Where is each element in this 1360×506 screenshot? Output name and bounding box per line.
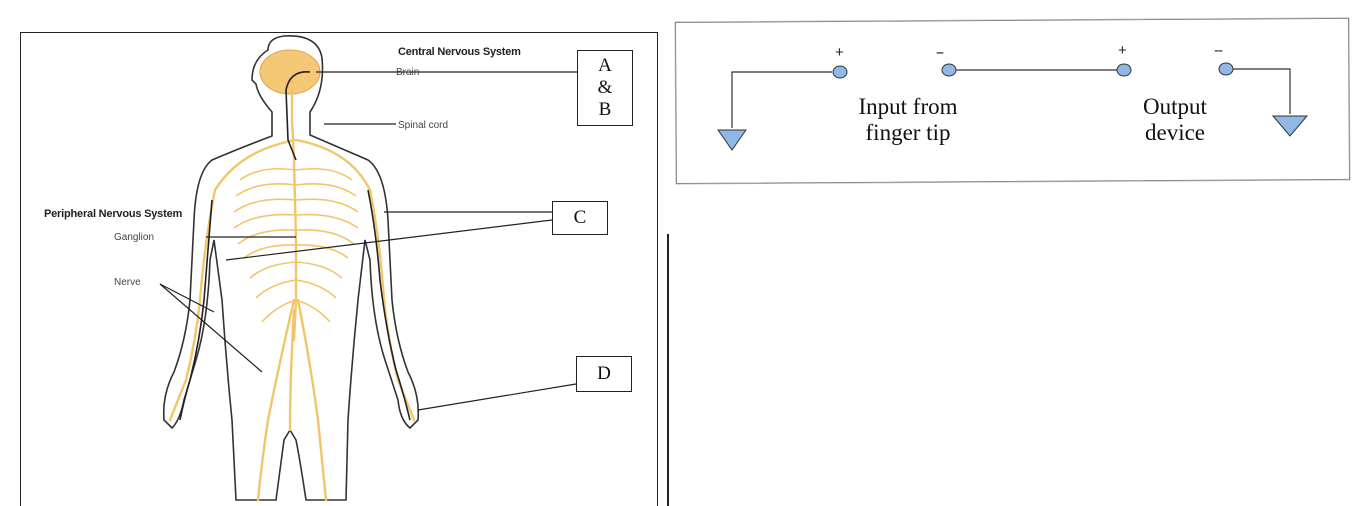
- box-ab-line1: A: [598, 55, 612, 76]
- terminal-input-plus: [832, 65, 848, 79]
- nerve-label: Nerve: [114, 277, 141, 288]
- ground-symbol-left: [717, 129, 747, 151]
- pns-header: Peripheral Nervous System: [44, 208, 183, 220]
- box-d-text: D: [597, 363, 611, 384]
- rib-nerves: [233, 167, 359, 323]
- sign-output-plus: +: [1118, 42, 1127, 59]
- label-box-c: C: [552, 201, 608, 235]
- cns-header: Central Nervous System: [398, 46, 521, 58]
- output-caption: Output device: [1120, 94, 1230, 146]
- input-caption: Input from finger tip: [838, 94, 978, 146]
- sign-input-minus: --: [936, 44, 944, 61]
- input-ground-wire: [731, 71, 832, 128]
- terminal-output-minus: [1218, 62, 1234, 76]
- terminal-input-minus: [941, 63, 957, 77]
- label-box-d: D: [576, 356, 632, 392]
- output-ground-wire: [1232, 68, 1291, 114]
- input-caption-line1: Input from: [858, 94, 958, 119]
- terminal-output-plus: [1116, 63, 1132, 77]
- label-box-ab: A & B: [577, 50, 633, 126]
- sign-input-plus: +: [835, 44, 844, 61]
- ground-symbol-right: [1271, 115, 1309, 137]
- leader-lines: [159, 71, 580, 411]
- nervous-system-figure: [159, 35, 580, 502]
- box-ab-line3: B: [598, 99, 612, 120]
- ganglion-label: Ganglion: [114, 232, 155, 243]
- traced-nerves: [179, 71, 411, 421]
- divider-line: [667, 234, 669, 506]
- sign-output-minus: --: [1214, 42, 1223, 59]
- box-ab-line2: &: [597, 77, 613, 98]
- output-caption-line2: device: [1144, 120, 1205, 145]
- spinal-cord-label: Spinal cord: [398, 120, 449, 131]
- body-outline: [162, 35, 420, 501]
- input-caption-line2: finger tip: [865, 120, 951, 145]
- brain-label: Brain: [396, 67, 420, 78]
- output-caption-line1: Output: [1143, 94, 1207, 119]
- circuit-diagram: [717, 62, 1309, 151]
- box-c-text: C: [573, 207, 587, 228]
